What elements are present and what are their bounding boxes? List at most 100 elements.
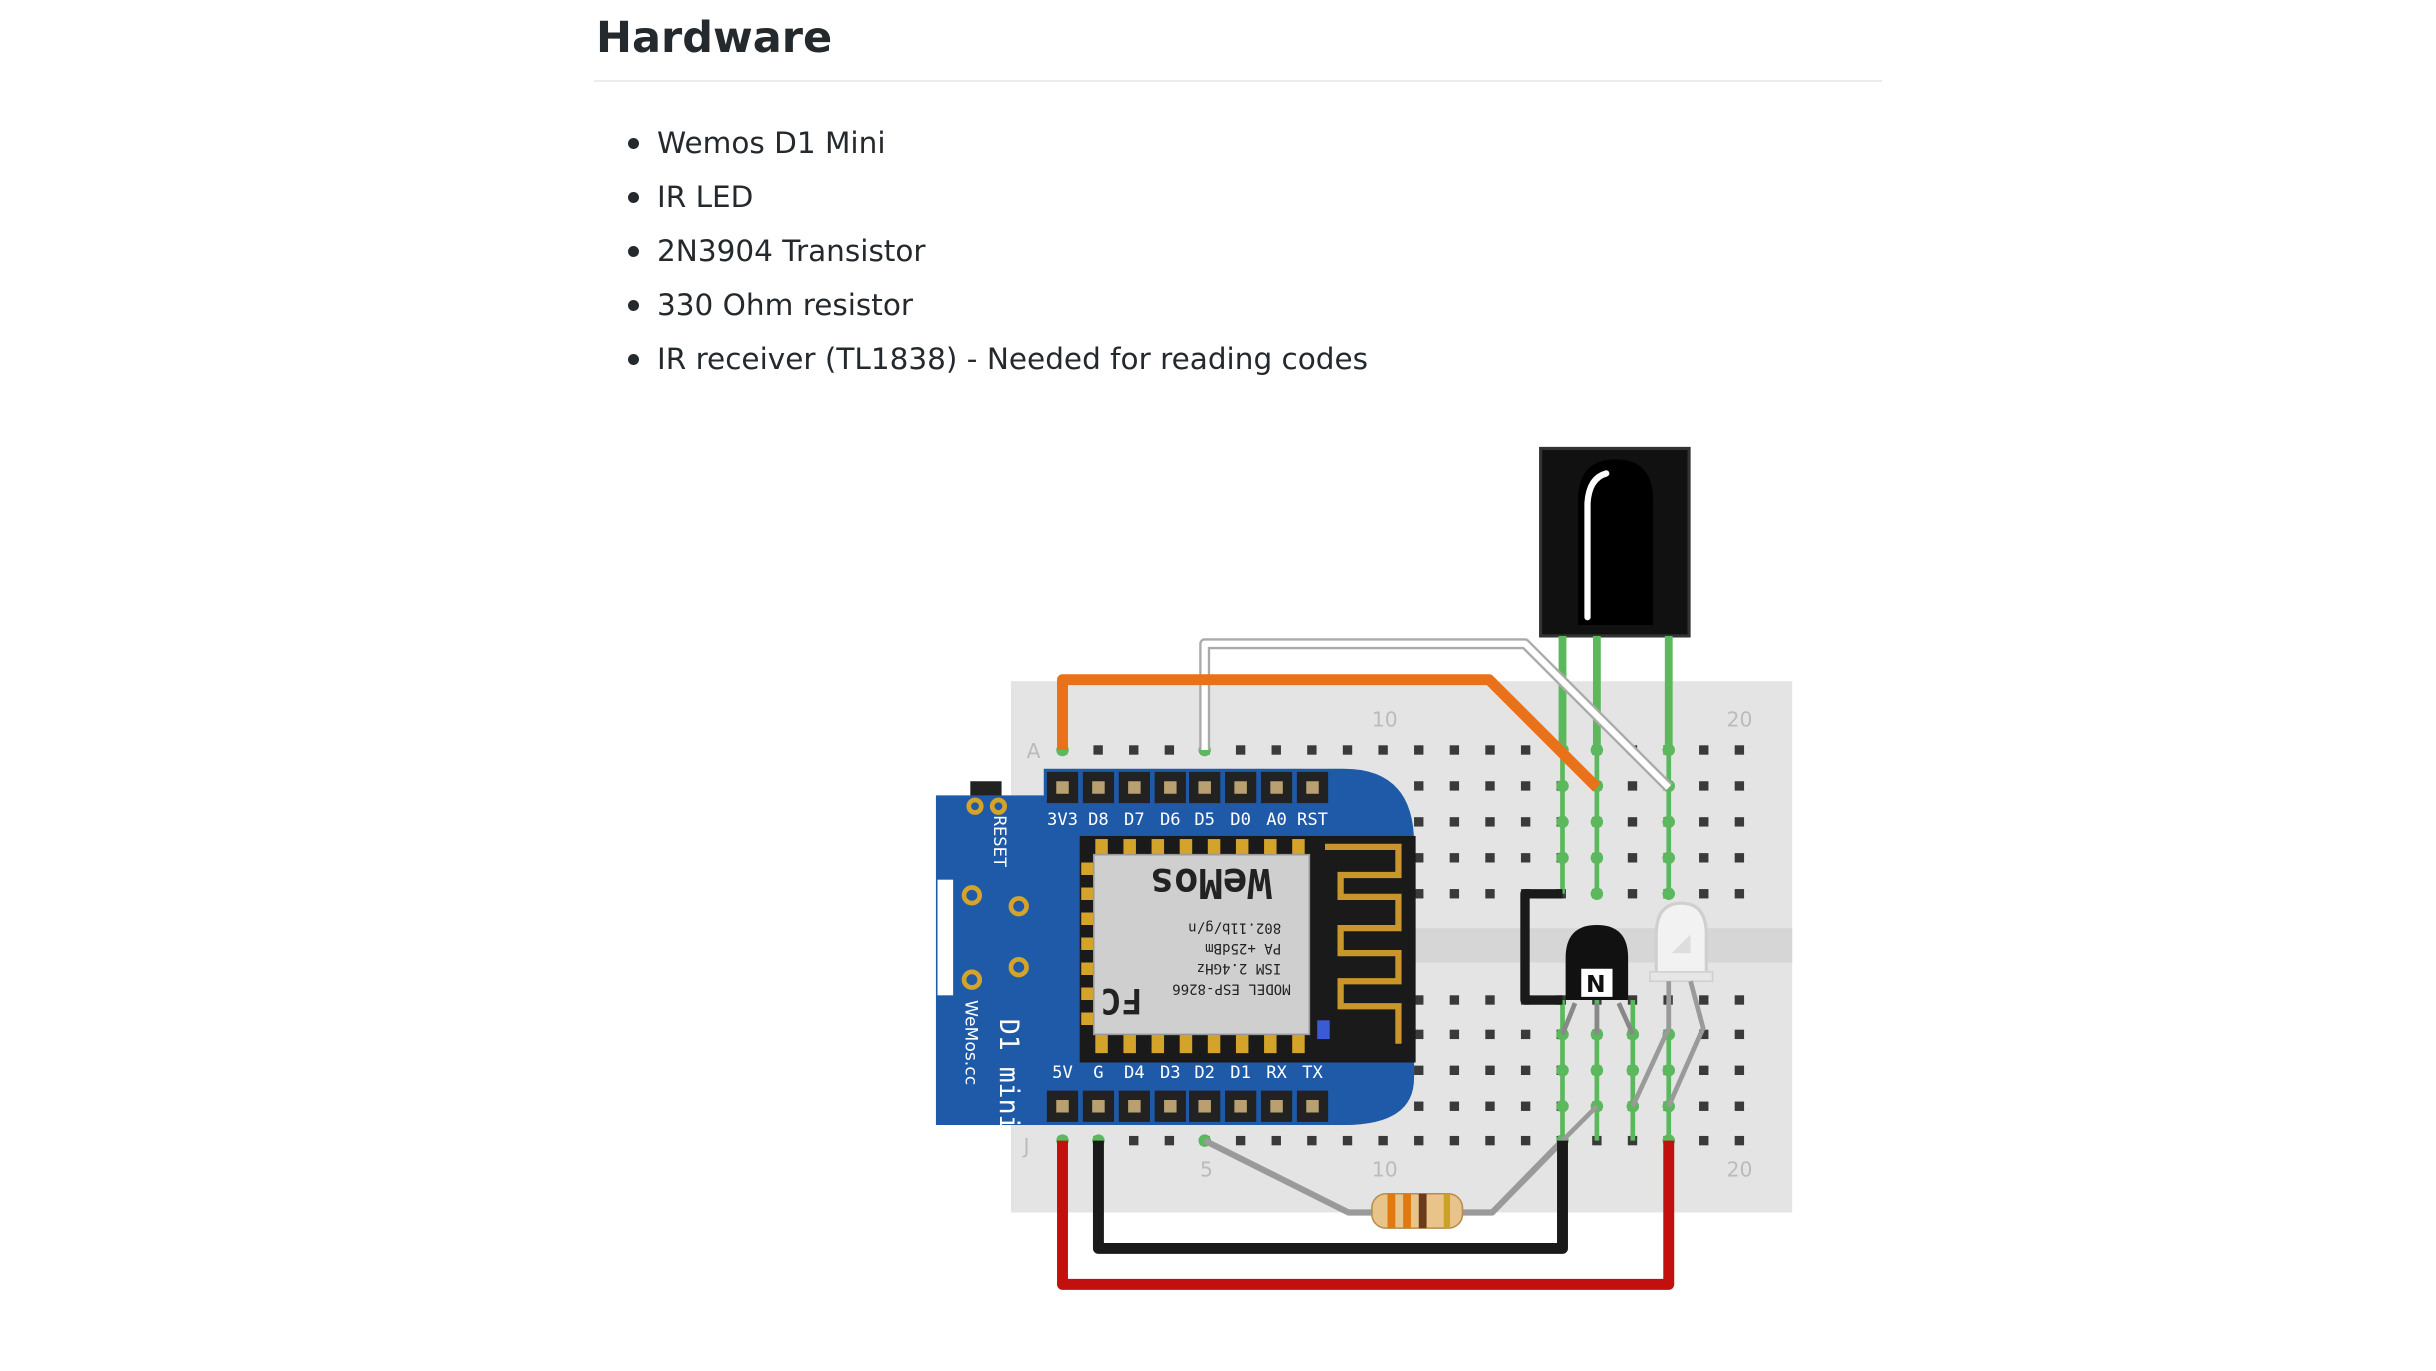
breadboard-hole bbox=[1699, 817, 1709, 827]
bottom-pin-label: TX bbox=[1302, 1063, 1323, 1083]
column-label-10-top: 10 bbox=[1372, 708, 1398, 732]
breadboard-hole bbox=[1129, 1135, 1139, 1146]
top-pin-label: D0 bbox=[1230, 810, 1251, 830]
breadboard-hole bbox=[1449, 1029, 1460, 1040]
breadboard-hole bbox=[1485, 1101, 1495, 1111]
breadboard-hole bbox=[1485, 1029, 1495, 1040]
bottom-pin-label: G bbox=[1093, 1063, 1103, 1083]
breadboard-hole bbox=[1485, 781, 1495, 791]
module-pad bbox=[1095, 839, 1108, 858]
pin-headers bbox=[1046, 771, 1329, 1122]
breadboard-hole bbox=[1734, 995, 1745, 1005]
list-item: 330 Ohm resistor bbox=[628, 278, 1882, 332]
section-heading: Hardware bbox=[594, 0, 1882, 82]
breadboard-hole bbox=[1485, 1065, 1495, 1075]
breadboard-hole bbox=[1129, 745, 1139, 755]
breadboard-hole bbox=[1520, 781, 1531, 791]
breadboard-hole bbox=[1520, 1065, 1531, 1075]
breadboard-hole bbox=[1734, 745, 1745, 755]
breadboard-hole bbox=[1414, 745, 1424, 755]
breadboard-hole bbox=[1414, 995, 1424, 1005]
breadboard-hole bbox=[1449, 817, 1460, 827]
breadboard-hole bbox=[1485, 853, 1495, 863]
breadboard-hole bbox=[1627, 853, 1638, 863]
breadboard-hole bbox=[1734, 1101, 1745, 1111]
breadboard-hole bbox=[1699, 781, 1709, 791]
esp8266-module: MODEL ESP-8266 ISM 2.4GHz PA +25dBm 802.… bbox=[1079, 835, 1416, 1063]
list-item-label: Wemos D1 Mini bbox=[657, 126, 886, 160]
breadboard-hole bbox=[1414, 853, 1424, 863]
breadboard-hole bbox=[1164, 1135, 1175, 1146]
transistor-mark: N bbox=[1586, 970, 1606, 998]
list-item: IR LED bbox=[628, 170, 1882, 224]
header-pin-contact bbox=[1234, 1100, 1247, 1113]
bullet-icon bbox=[628, 246, 639, 257]
module-pad bbox=[1264, 839, 1277, 858]
breadboard-hole bbox=[1449, 995, 1460, 1005]
module-pad bbox=[1235, 839, 1249, 858]
bullet-icon bbox=[628, 138, 639, 149]
list-item-label: 330 Ohm resistor bbox=[657, 288, 914, 322]
header-pin-contact bbox=[1056, 781, 1069, 794]
breadboard-hole bbox=[1627, 889, 1638, 899]
list-item-label: IR LED bbox=[657, 180, 754, 214]
list-item-label: IR receiver (TL1838) - Needed for readin… bbox=[657, 342, 1369, 376]
header-pin-contact bbox=[1198, 781, 1211, 794]
bottom-pin-label: RX bbox=[1266, 1063, 1287, 1083]
module-pad bbox=[1081, 937, 1094, 950]
module-pad bbox=[1179, 839, 1193, 858]
header-pin-contact bbox=[1128, 1100, 1141, 1113]
top-pin-label: A0 bbox=[1266, 810, 1287, 830]
gray-jumper bbox=[1560, 1104, 1599, 1143]
breadboard-hole bbox=[1307, 745, 1317, 755]
module-pad bbox=[1235, 1034, 1249, 1054]
bottom-pin-label: D3 bbox=[1160, 1063, 1181, 1083]
bottom-pin-label: 5V bbox=[1052, 1063, 1073, 1083]
active-hole bbox=[1662, 851, 1675, 865]
bullet-icon bbox=[628, 300, 639, 311]
header-pin-contact bbox=[1056, 1100, 1069, 1113]
column-label-20-top: 20 bbox=[1727, 708, 1753, 732]
orange-wire bbox=[1057, 674, 1601, 792]
active-hole bbox=[1556, 815, 1569, 829]
breadboard-hole bbox=[1271, 745, 1281, 755]
breadboard-hole bbox=[1520, 817, 1531, 827]
column-label-5-bottom: 5 bbox=[1200, 1158, 1213, 1182]
breadboard-hole bbox=[1342, 1135, 1353, 1146]
module-pad bbox=[1081, 987, 1094, 1000]
breadboard-hole bbox=[1414, 1101, 1424, 1111]
top-pin-label: RST bbox=[1297, 810, 1328, 830]
bullet-icon bbox=[628, 192, 639, 203]
breadboard-hole bbox=[1699, 995, 1709, 1005]
module-pad bbox=[1292, 839, 1305, 858]
breadboard-hole bbox=[1414, 889, 1424, 899]
active-hole bbox=[1662, 887, 1675, 900]
breadboard-hole bbox=[1699, 1101, 1709, 1111]
active-hole bbox=[1662, 1064, 1675, 1077]
module-pad bbox=[1081, 912, 1094, 925]
row-label-top: A bbox=[1027, 739, 1041, 763]
bottom-pin-label: D4 bbox=[1124, 1063, 1145, 1083]
bottom-pin-label: D2 bbox=[1194, 1063, 1215, 1083]
module-line: 802.11b/g/n bbox=[1188, 919, 1281, 935]
top-pin-label: 3V3 bbox=[1047, 810, 1078, 830]
breadboard-hole bbox=[1235, 1135, 1246, 1146]
board-site-label: WeMos.cc bbox=[961, 1000, 981, 1085]
ir-led bbox=[1630, 901, 1714, 1108]
transistor-2n3904: N bbox=[1520, 889, 1635, 1036]
breadboard-hole bbox=[1520, 1135, 1531, 1146]
bullet-icon bbox=[628, 354, 639, 365]
board-name-label: D1 mini bbox=[993, 1019, 1024, 1131]
column-label-20-bottom: 20 bbox=[1727, 1158, 1753, 1182]
hardware-list: Wemos D1 Mini IR LED 2N3904 Transistor 3… bbox=[594, 116, 1882, 386]
breadboard-hole bbox=[1307, 1135, 1317, 1146]
breadboard-hole bbox=[1449, 745, 1460, 755]
breadboard-hole bbox=[1449, 853, 1460, 863]
header-pin-contact bbox=[1092, 1100, 1105, 1113]
breadboard-hole bbox=[1414, 1029, 1424, 1040]
list-item: IR receiver (TL1838) - Needed for readin… bbox=[628, 332, 1882, 386]
module-pad bbox=[1292, 1034, 1305, 1054]
header-pin-contact bbox=[1092, 781, 1105, 794]
breadboard-hole bbox=[1093, 745, 1103, 755]
